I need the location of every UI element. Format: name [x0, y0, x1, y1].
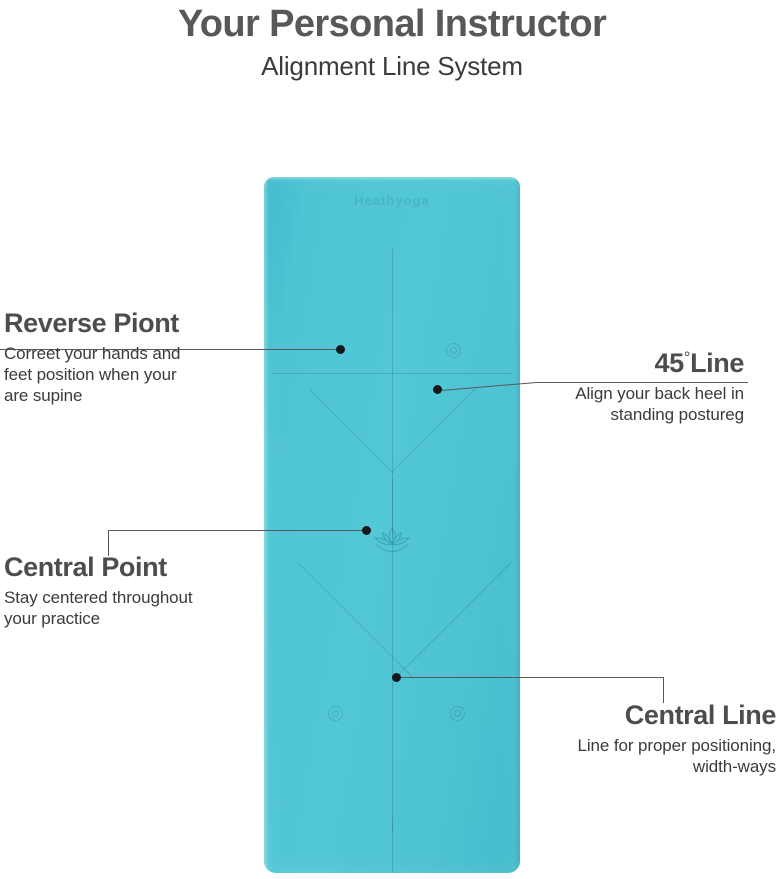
- mat-vertical-center-line-lower: [392, 817, 393, 833]
- callout-heading-central-line: Central Line: [624, 700, 777, 730]
- callout-body-central-point: Stay centered throughout your practice: [4, 588, 193, 628]
- mat-reverse-point-horizontal-line: [272, 373, 512, 374]
- mat-diagonal-lower-right: [396, 561, 512, 677]
- callout-heading-45-suffix: Line: [690, 348, 744, 378]
- callout-heading-45-line: 45°Line: [575, 348, 744, 378]
- callout-reverse-point: Reverse Piont Correet your hands and fee…: [4, 308, 181, 406]
- mat-ring-marker-lower-right: [450, 706, 465, 721]
- leader-dot-reverse-point: [336, 345, 345, 354]
- callout-central-point: Central Point Stay centered throughout y…: [4, 552, 193, 630]
- mat-diagonal-lower-left: [297, 562, 413, 678]
- callout-body-45-line: Align your back heel in standing posture…: [575, 384, 744, 424]
- callout-45-line: 45°Line Align your back heel in standing…: [575, 348, 744, 426]
- mat-ring-marker-lower-left: [328, 706, 343, 721]
- leader-line-reverse-point: [0, 349, 341, 350]
- leader-dot-45-line: [433, 385, 442, 394]
- header: Your Personal Instructor Alignment Line …: [0, 0, 784, 82]
- leader-line-central-line-vertical: [663, 677, 664, 703]
- leader-dot-central-point: [362, 526, 371, 535]
- page-subtitle: Alignment Line System: [261, 50, 523, 81]
- callout-central-line: Central Line Line for proper positioning…: [578, 700, 777, 778]
- mat-right-shadow: [514, 177, 520, 873]
- leader-dot-central-line: [392, 673, 401, 682]
- mat-vertical-center-line-upper: [392, 249, 393, 539]
- mat-diagonal-upper-right: [391, 388, 476, 473]
- mat-ring-marker-upper-right: [446, 343, 461, 358]
- mat-left-highlight: [264, 177, 269, 873]
- mat-brand-logo: Heathyoga: [354, 193, 430, 208]
- leader-line-central-line-horizontal: [400, 677, 663, 678]
- callout-heading-45-number: 45: [654, 348, 684, 378]
- page-title: Your Personal Instructor: [177, 3, 607, 45]
- leader-line-45-line-rule: [536, 382, 748, 383]
- callout-heading-reverse-point: Reverse Piont: [4, 308, 179, 338]
- callout-body-reverse-point: Correet your hands and feet position whe…: [4, 344, 181, 405]
- callout-body-central-line: Line for proper positioning, width-ways: [577, 736, 777, 776]
- lotus-emblem: [365, 525, 419, 560]
- degree-symbol-icon: °: [683, 348, 691, 367]
- leader-line-central-point-vertical: [108, 530, 109, 556]
- mat-top-highlight: [264, 177, 520, 181]
- mat-diagonal-upper-left: [309, 389, 394, 474]
- leader-line-central-point-horizontal: [108, 530, 368, 531]
- callout-heading-central-point: Central Point: [4, 552, 167, 582]
- yoga-mat-image: Heathyoga: [264, 177, 520, 873]
